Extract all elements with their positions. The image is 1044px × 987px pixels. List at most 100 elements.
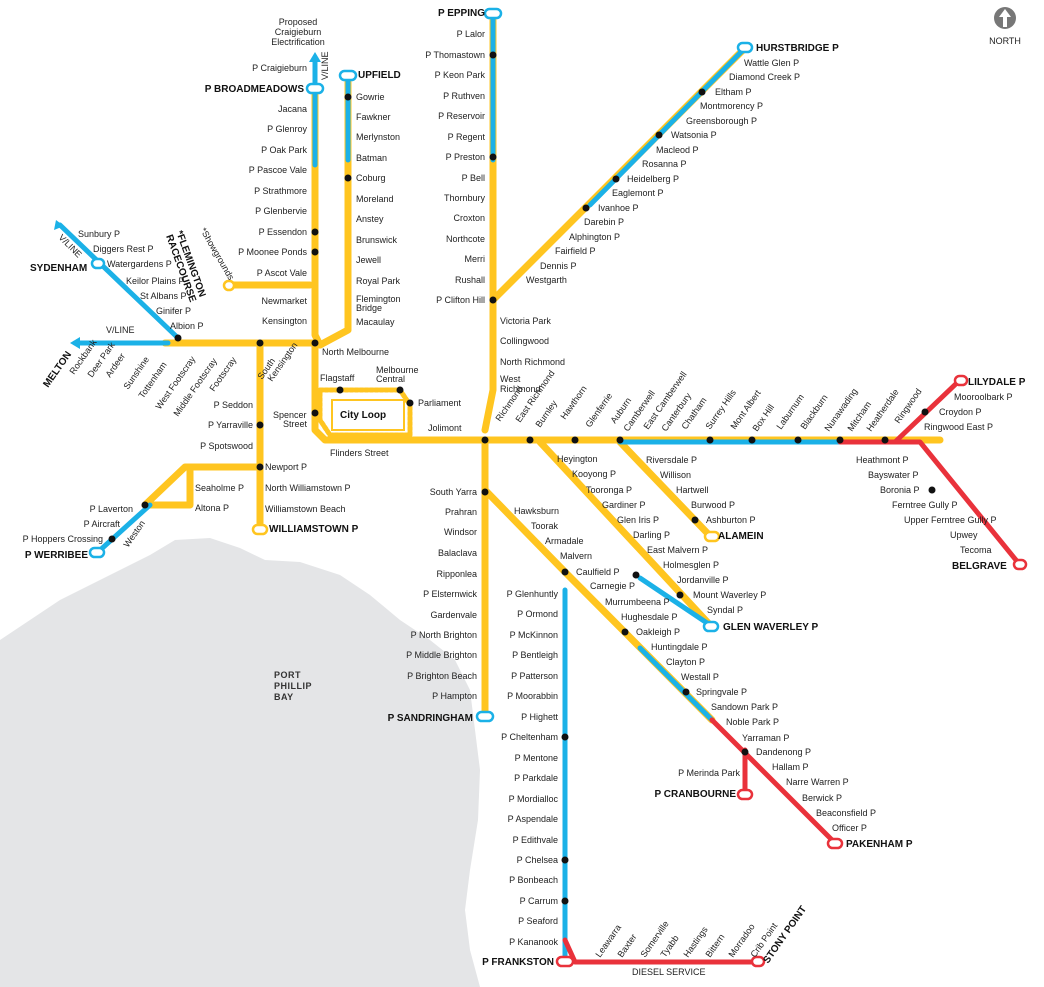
line-upfield bbox=[316, 71, 352, 349]
station-parkdale: P Parkdale bbox=[514, 773, 558, 783]
station-ascot-vale: P Ascot Vale bbox=[257, 268, 307, 278]
station-seaford: P Seaford bbox=[518, 916, 558, 926]
station-rosanna: Rosanna P bbox=[642, 159, 687, 169]
station-kananook: P Kananook bbox=[509, 937, 558, 947]
station-beaconsfield: Beaconsfield P bbox=[816, 808, 876, 818]
station-ferntree-gully: Ferntree Gully P bbox=[892, 500, 958, 510]
station-clayton: Clayton P bbox=[666, 657, 705, 667]
line-craigieburn bbox=[311, 84, 324, 349]
station-alamein: ALAMEIN bbox=[718, 531, 764, 542]
station-burnley: Burnley bbox=[533, 398, 559, 429]
station-melbourne: Melbourne bbox=[376, 365, 419, 375]
station-diggers-rest: Diggers Rest P bbox=[93, 244, 154, 254]
city-loop-label: City Loop bbox=[340, 410, 386, 421]
station-north-brighton: P North Brighton bbox=[411, 630, 477, 640]
station-hughesdale: Hughesdale P bbox=[621, 612, 678, 622]
city-loop-box bbox=[331, 399, 405, 431]
station-hallam: Hallam P bbox=[772, 762, 809, 772]
station-windsor: Windsor bbox=[444, 527, 477, 537]
station-montmorency: Montmorency P bbox=[700, 101, 763, 111]
station-hartwell: Hartwell bbox=[676, 485, 709, 495]
station-caulfield: Caulfield P bbox=[576, 567, 620, 577]
station-frankston: P FRANKSTON bbox=[482, 957, 554, 968]
station-brighton-beach: P Brighton Beach bbox=[407, 671, 477, 681]
station-darling: Darling P bbox=[633, 530, 670, 540]
station-diamond-creek: Diamond Creek P bbox=[729, 72, 800, 82]
station-south-yarra: South Yarra bbox=[430, 487, 477, 497]
station-heathmont: Heathmont P bbox=[856, 455, 909, 465]
station-croydon: Croydon P bbox=[939, 407, 982, 417]
station-spencer: Spencer bbox=[273, 410, 307, 420]
station-highett: P Highett bbox=[521, 712, 558, 722]
station-spotswood: P Spotswood bbox=[200, 441, 253, 451]
line-epping bbox=[481, 10, 497, 434]
interchange-dots bbox=[94, 51, 936, 905]
station-glenhuntly: P Glenhuntly bbox=[507, 589, 559, 599]
station-kensington: Kensington bbox=[262, 316, 307, 326]
station-mount-waverley: Mount Waverley P bbox=[693, 590, 766, 600]
station-sydenham: SYDENHAM bbox=[30, 263, 87, 274]
station-pascoe-vale: P Pascoe Vale bbox=[249, 165, 307, 175]
station-jacana: Jacana bbox=[278, 104, 307, 114]
station-glenroy: P Glenroy bbox=[267, 124, 307, 134]
station-keon-park: P Keon Park bbox=[435, 70, 486, 80]
station-altona: Altona P bbox=[195, 503, 229, 513]
station-newport: Newport P bbox=[265, 462, 307, 472]
station-westgarth: Westgarth bbox=[526, 275, 567, 285]
station-coburg: Coburg bbox=[356, 173, 386, 183]
station-east-malvern: East Malvern P bbox=[647, 545, 708, 555]
station-aspendale: P Aspendale bbox=[508, 814, 558, 824]
station-collingwood: Collingwood bbox=[500, 336, 549, 346]
station-werribee: P WERRIBEE bbox=[25, 550, 88, 561]
compass-label: NORTH bbox=[989, 36, 1021, 46]
station-ripponlea: Ripponlea bbox=[436, 569, 477, 579]
station-tooronga: Tooronga P bbox=[586, 485, 632, 495]
diesel-service-label: DIESEL SERVICE bbox=[632, 967, 706, 977]
station-keilor-plains: Keilor Plains P bbox=[126, 276, 185, 286]
station-baxter: Baxter bbox=[615, 932, 638, 959]
station-flagstaff: Flagstaff bbox=[320, 373, 355, 383]
line-glen-waverley-blue bbox=[637, 575, 713, 628]
station-croxton: Croxton bbox=[453, 213, 485, 223]
station-moreland: Moreland bbox=[356, 194, 394, 204]
station-thomastown: P Thomastown bbox=[425, 50, 485, 60]
station-fairfield: Fairfield P bbox=[555, 246, 596, 256]
station-essendon: P Essendon bbox=[259, 227, 307, 237]
vline-arrow-nw bbox=[54, 220, 64, 230]
station-glen-iris: Glen Iris P bbox=[617, 515, 659, 525]
station-noble-park: Noble Park P bbox=[726, 717, 779, 727]
station-flemington: Flemington bbox=[356, 294, 401, 304]
port-phillip-bay bbox=[0, 538, 480, 987]
station-merri: Merri bbox=[465, 254, 486, 264]
station-gardenvale: Gardenvale bbox=[430, 610, 477, 620]
station-bentleigh: P Bentleigh bbox=[512, 650, 558, 660]
station-carrum: P Carrum bbox=[520, 896, 558, 906]
station-jewell: Jewell bbox=[356, 255, 381, 265]
station-merinda-park: P Merinda Park bbox=[678, 768, 740, 778]
vline-arrow-west bbox=[70, 337, 80, 349]
station-jolimont: Jolimont bbox=[428, 423, 462, 433]
station-anstey: Anstey bbox=[356, 214, 384, 224]
station-tecoma: Tecoma bbox=[960, 545, 992, 555]
station-central: Central bbox=[376, 374, 405, 384]
showgrounds-label: *Showgrounds bbox=[198, 226, 236, 282]
bay-label-line: BAY bbox=[274, 692, 294, 702]
station-bayswater: Bayswater P bbox=[868, 470, 919, 480]
station-hoppers-crossing: P Hoppers Crossing bbox=[23, 534, 103, 544]
station-seddon: P Seddon bbox=[214, 400, 253, 410]
terminus-caps bbox=[88, 7, 754, 723]
station-bell: P Bell bbox=[462, 173, 485, 183]
station-moonee-ponds: P Moonee Ponds bbox=[238, 247, 307, 257]
station-narre-warren: Narre Warren P bbox=[786, 777, 849, 787]
station-ashburton: Ashburton P bbox=[706, 515, 756, 525]
vline-west-label: V/LINE bbox=[106, 325, 135, 335]
station-street: Street bbox=[283, 419, 308, 429]
station-regent: P Regent bbox=[448, 132, 486, 142]
station-box-hill: Box Hill bbox=[750, 402, 776, 433]
station-upper-ferntree-gully: Upper Ferntree Gully P bbox=[904, 515, 997, 525]
line-sydenham bbox=[57, 222, 181, 341]
station-west: West bbox=[500, 374, 521, 384]
station-craigieburn: P Craigieburn bbox=[252, 63, 307, 73]
